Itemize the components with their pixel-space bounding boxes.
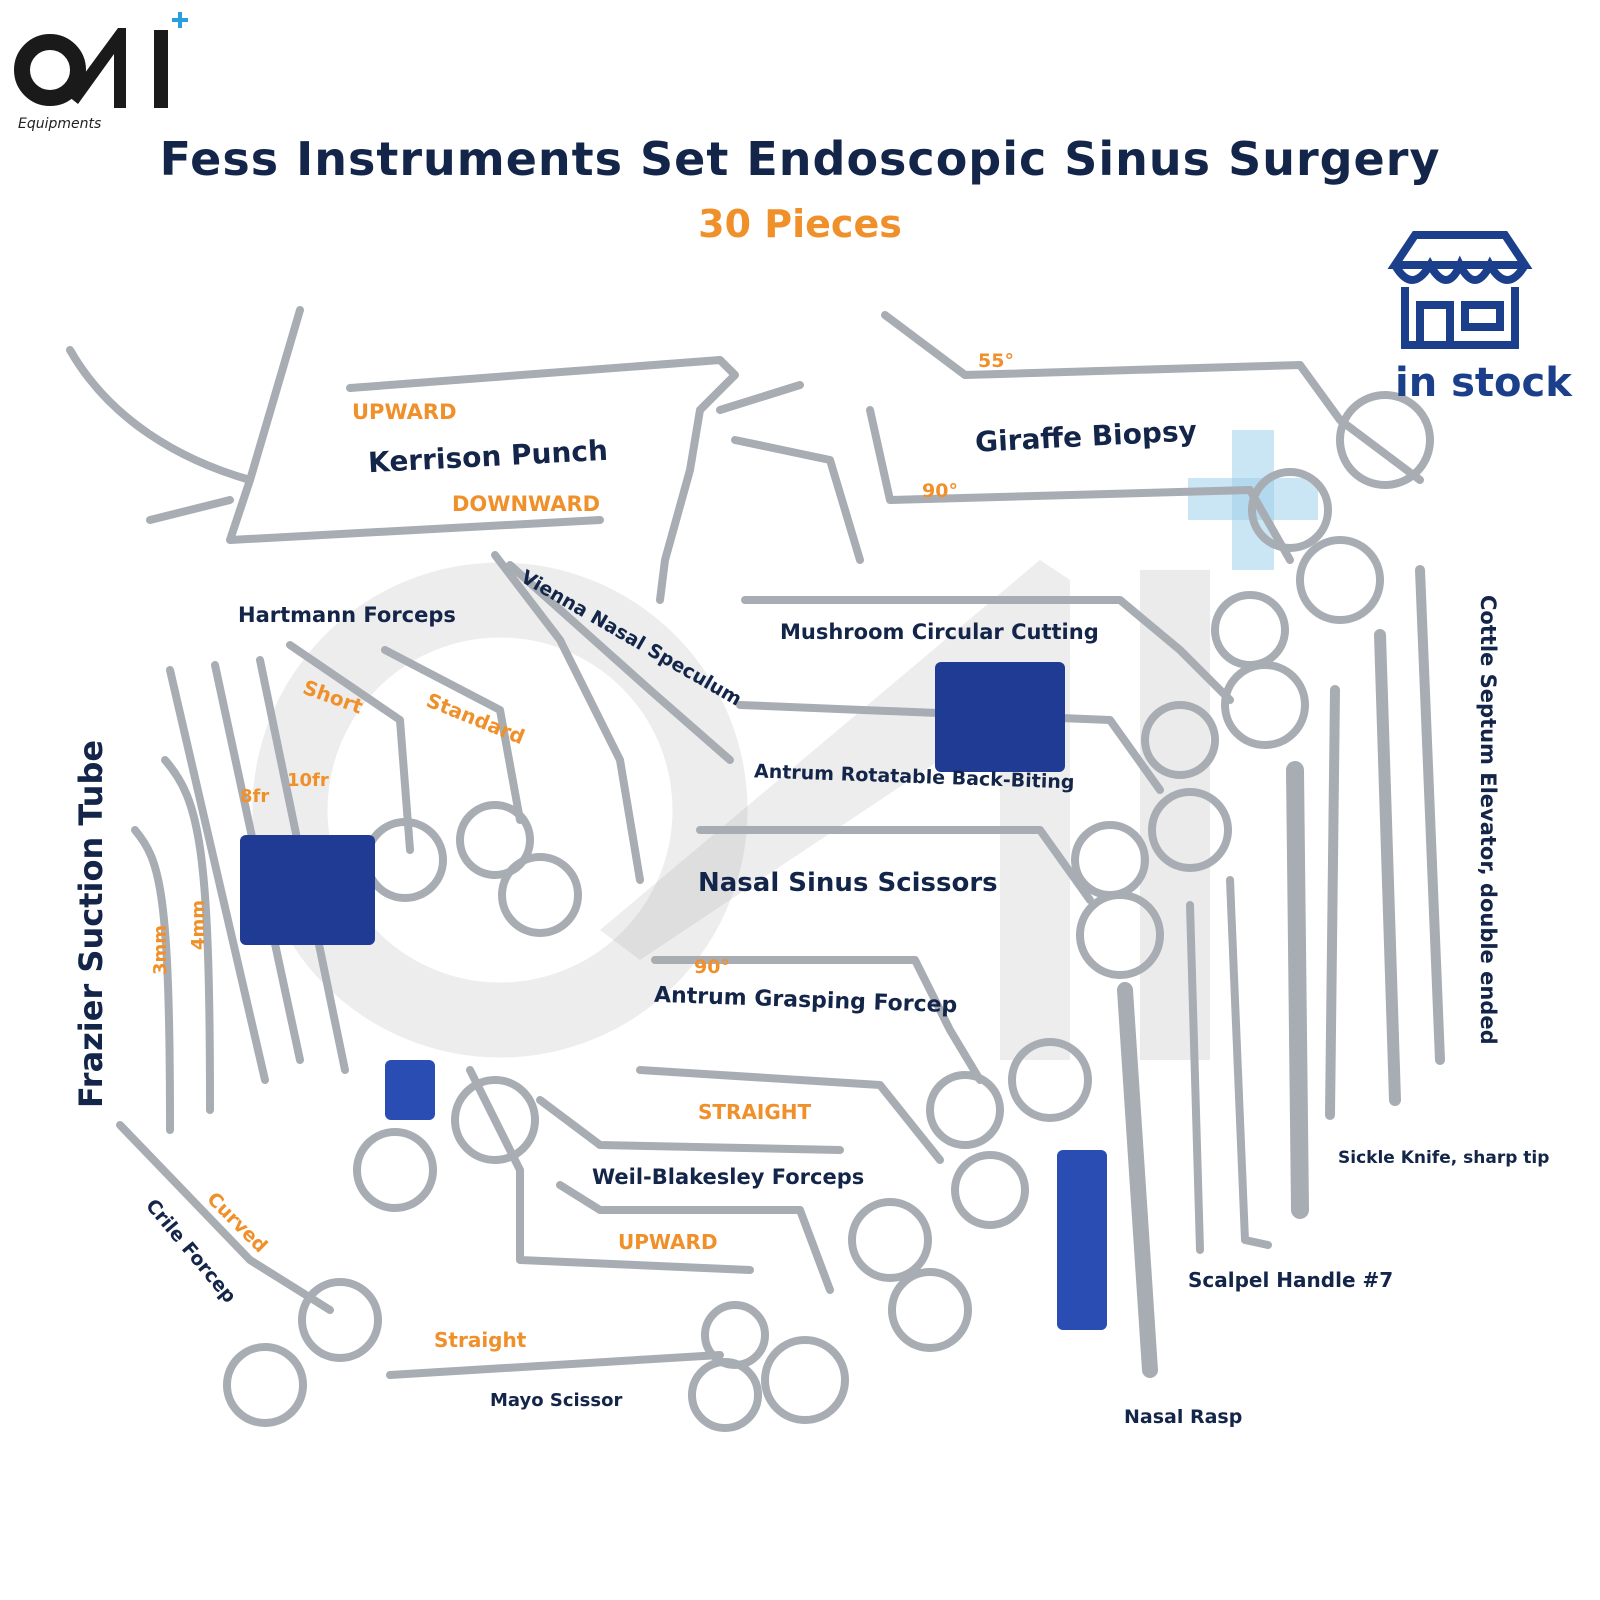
giraffe-biopsy-90 xyxy=(866,406,1294,564)
label-weil-blakesley: Weil-Blakesley Forceps xyxy=(592,1165,865,1189)
frazier-8fr xyxy=(166,666,269,1084)
frazier-3mm xyxy=(131,826,174,1134)
label-mushroom-cutting: Mushroom Circular Cutting xyxy=(780,620,1099,644)
weil-blakesley-straight xyxy=(636,1066,944,1164)
label-scalpel-handle: Scalpel Handle #7 xyxy=(1188,1268,1394,1292)
scalpel-handle xyxy=(1286,761,1309,1219)
sickle-knife-1 xyxy=(1186,901,1204,1254)
store-icon xyxy=(1387,231,1533,349)
label-90-degree-b: 90° xyxy=(694,956,730,978)
label-10fr: 10fr xyxy=(287,770,329,791)
sickle-knife-3 xyxy=(1325,685,1340,1120)
kerrison-downward-instrument xyxy=(66,306,304,484)
mayo-scissor xyxy=(386,1351,724,1379)
nasal-sinus-scissors xyxy=(696,826,1094,904)
elevator-1 xyxy=(1374,629,1401,1106)
label-90-degree: 90° xyxy=(922,480,958,502)
label-upward-2: UPWARD xyxy=(618,1230,718,1254)
logo-subtitle: Equipments xyxy=(18,116,102,132)
label-nasal-rasp: Nasal Rasp xyxy=(1124,1406,1243,1428)
hartmann-standard xyxy=(381,646,524,824)
label-mayo-scissor: Mayo Scissor xyxy=(490,1390,623,1411)
sickle-knife-2 xyxy=(1226,876,1272,1249)
omi-logo xyxy=(14,12,188,108)
page-title: Fess Instruments Set Endoscopic Sinus Su… xyxy=(159,132,1441,186)
label-upward: UPWARD xyxy=(352,400,457,424)
label-sickle-knife: Sickle Knife, sharp tip xyxy=(1338,1148,1550,1168)
hartmann-short xyxy=(286,641,414,854)
frazier-4mm xyxy=(161,756,214,1114)
blade-pack xyxy=(1057,1150,1107,1330)
antrum-rotatable xyxy=(736,701,1164,794)
label-nasal-sinus-scissors: Nasal Sinus Scissors xyxy=(698,868,998,898)
label-downward: DOWNWARD xyxy=(452,492,601,516)
label-3mm: 3mm xyxy=(150,924,171,975)
blade-pack xyxy=(385,1060,435,1120)
label-hartmann-forceps: Hartmann Forceps xyxy=(238,603,456,627)
label-55-degree: 55° xyxy=(978,350,1014,372)
package-card xyxy=(240,835,375,945)
label-straight-caps: STRAIGHT xyxy=(698,1100,812,1124)
cottle-elevator xyxy=(1415,565,1445,1065)
label-4mm: 4mm xyxy=(188,899,209,950)
label-cottle-elevator: Cottle Septum Elevator, double ended xyxy=(1476,595,1500,1045)
label-8fr: 8fr xyxy=(240,786,270,807)
antrum-grasping xyxy=(651,956,984,1084)
in-stock-label: in stock xyxy=(1395,360,1572,406)
weil-blakesley-upward xyxy=(556,1181,834,1294)
vienna-speculum xyxy=(491,551,644,884)
nasal-rasp xyxy=(1117,982,1158,1378)
label-straight: Straight xyxy=(434,1328,527,1352)
mushroom-cutting xyxy=(741,596,1234,704)
page-subtitle: 30 Pieces xyxy=(698,202,902,246)
label-frazier-suction-tube: Frazier Suction Tube xyxy=(72,739,110,1108)
crile-forcep xyxy=(116,1121,334,1314)
package-card xyxy=(935,662,1065,772)
giraffe-biopsy-55 xyxy=(881,311,1434,489)
kerrison-upward-instrument xyxy=(346,356,739,604)
